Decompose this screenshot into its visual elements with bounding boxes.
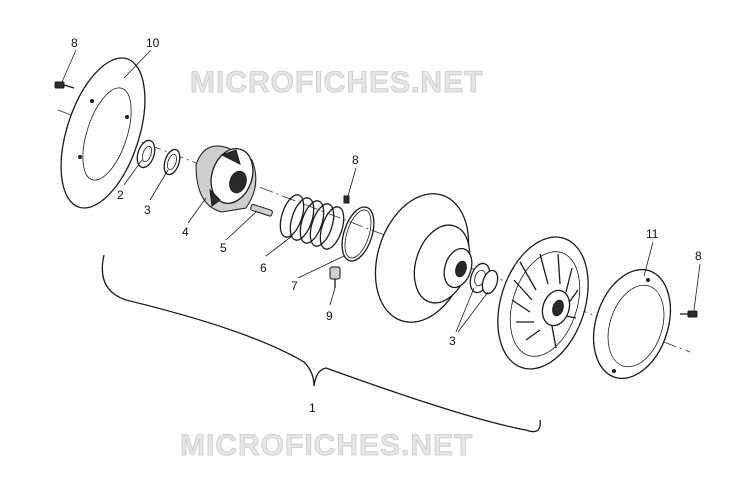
- callout-6: 6: [260, 261, 267, 275]
- screw-9: [329, 266, 341, 288]
- watermark-top: MICROFICHES.NET: [190, 66, 483, 99]
- callout-5: 5: [220, 241, 227, 255]
- callout-9: 9: [326, 309, 333, 323]
- callout-2: 2: [117, 188, 124, 202]
- callout-1: 1: [309, 401, 316, 415]
- bolt-8-right: [680, 310, 698, 318]
- cooling-fins: [511, 253, 579, 349]
- cover-11: [592, 268, 672, 380]
- spider-cam-4: [195, 145, 257, 213]
- fixed-sheave: [497, 236, 589, 370]
- watermark-bottom: MICROFICHES.NET: [180, 429, 473, 462]
- screw-8-middle: [343, 195, 350, 204]
- callout-8-left: 8: [71, 36, 78, 50]
- callout-8-right: 8: [695, 249, 702, 263]
- callout-3-left: 3: [144, 203, 151, 217]
- o-ring-7: [341, 206, 375, 262]
- leader-lines: [61, 49, 701, 333]
- callout-7: 7: [291, 279, 298, 293]
- pin-5: [250, 204, 273, 217]
- moveable-sheave: [374, 193, 473, 323]
- callout-3-right: 3: [449, 334, 456, 348]
- callout-8-middle: 8: [352, 153, 359, 167]
- washer-3-right: [469, 262, 499, 295]
- callout-11: 11: [646, 227, 659, 241]
- cover-plate-10: [60, 57, 146, 209]
- bolt-8-left: [54, 81, 75, 89]
- callout-4: 4: [182, 225, 189, 239]
- spring-6: [279, 194, 345, 250]
- washer-3-left: [163, 148, 181, 176]
- callout-10: 10: [146, 36, 160, 50]
- assembly-bracket: [101, 254, 541, 433]
